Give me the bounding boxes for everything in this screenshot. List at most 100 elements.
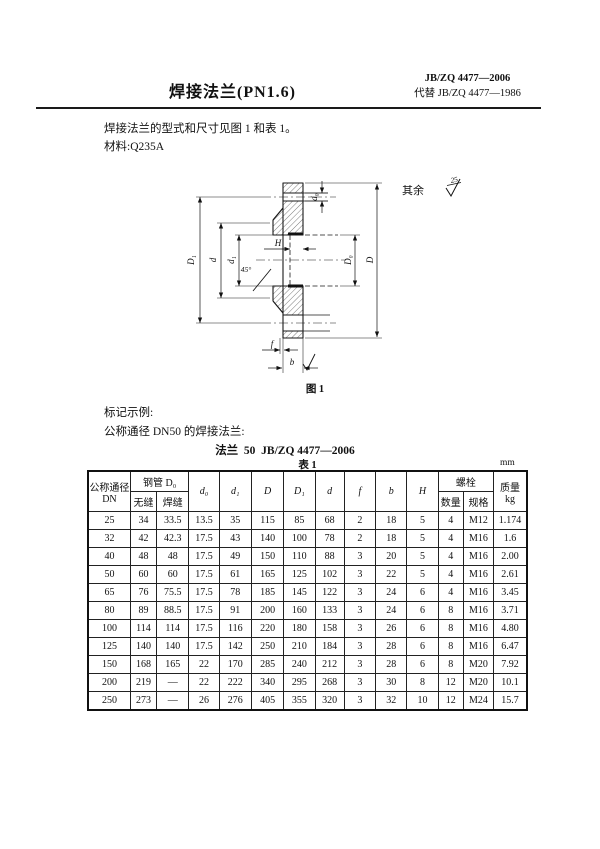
col-header-b: b [375, 470, 408, 512]
table-cell: 110 [283, 547, 316, 566]
table-cell: 7.92 [493, 655, 528, 674]
table-cell: 285 [250, 655, 285, 674]
dim-label-angle: 45° [241, 265, 252, 274]
standard-number-block: JB/ZQ 4477—2006 代替 JB/ZQ 4477—1986 [385, 71, 550, 101]
table-cell: 60 [129, 565, 158, 584]
dim-label-D: D [365, 256, 375, 264]
table-cell: 273 [129, 691, 158, 711]
table-cell: 115 [250, 511, 285, 530]
table-cell: 17.5 [188, 619, 220, 638]
col-header-D: D [250, 470, 285, 512]
table-cell: 32 [375, 691, 408, 711]
table-cell: 3 [343, 583, 377, 602]
roughness-value: 25 [450, 175, 459, 185]
table-cell: 6 [406, 601, 439, 620]
marking-example-heading: 标记示例: [104, 407, 154, 419]
table-cell: 240 [283, 655, 316, 674]
table-header: 公称通径 DN 钢管 D₀ d₀ d₁ D D₁ d f b H 螺栓 质量 k… [87, 470, 528, 512]
table-cell: 3 [343, 655, 377, 674]
table-cell: 68 [314, 511, 345, 530]
table-cell: 17.5 [188, 529, 220, 548]
header-rule [36, 107, 541, 109]
table-cell: 17.5 [188, 547, 220, 566]
dim-label-d1: d₁ [226, 256, 236, 264]
col-header-seamless: 无缝 [129, 491, 158, 512]
table-cell: 35 [218, 511, 252, 530]
col-header-D1: D₁ [283, 470, 316, 512]
dimensions-table: 公称通径 DN 钢管 D₀ d₀ d₁ D D₁ d f b H 螺栓 质量 k… [87, 470, 528, 711]
table-cell: 78 [314, 529, 345, 548]
material-line: 材料:Q235A [104, 141, 165, 153]
table-cell: 8 [437, 637, 464, 656]
roughness-icon [302, 353, 316, 371]
table-cell: 405 [250, 691, 285, 711]
roughness-note-text: 其余 [402, 183, 424, 197]
table-cell: 160 [283, 601, 316, 620]
table-cell: 30 [375, 673, 408, 692]
table-cell: 4.80 [493, 619, 528, 638]
table-cell: 184 [314, 637, 345, 656]
table-cell: 114 [156, 619, 190, 638]
table-cell: 42.3 [156, 529, 190, 548]
table-cell: 1.174 [493, 511, 528, 530]
table-cell: 165 [156, 655, 190, 674]
table-cell: 145 [283, 583, 316, 602]
table-cell: 355 [283, 691, 316, 711]
table-cell: M16 [462, 547, 495, 566]
table-cell: 150 [250, 547, 285, 566]
table-cell: 100 [283, 529, 316, 548]
table-cell: 13.5 [188, 511, 220, 530]
table-cell: 6 [406, 655, 439, 674]
table-cell: 80 [87, 601, 131, 620]
table-cell: 2.00 [493, 547, 528, 566]
table-cell: 142 [218, 637, 252, 656]
table-cell: 6.47 [493, 637, 528, 656]
col-header-d1: d₁ [218, 470, 252, 512]
table-cell: 17.5 [188, 565, 220, 584]
designation-line: 法兰 50 JB/ZQ 4477—2006 [215, 445, 355, 457]
dim-label-D0: D₀ [343, 255, 353, 266]
table-cell: 3 [343, 601, 377, 620]
col-header-welded: 焊缝 [156, 491, 190, 512]
table-cell: — [156, 673, 190, 692]
table-cell: 140 [156, 637, 190, 656]
table-cell: 3 [343, 619, 377, 638]
table-cell: 133 [314, 601, 345, 620]
table-cell: M16 [462, 565, 495, 584]
col-header-mass-bottom: kg [505, 493, 516, 505]
extension-lines [196, 182, 382, 373]
table-cell: 122 [314, 583, 345, 602]
col-header-d0: d₀ [188, 470, 220, 512]
table-cell: 6 [406, 637, 439, 656]
table-cell: 50 [87, 565, 131, 584]
table-cell: 114 [129, 619, 158, 638]
table-cell: 8 [437, 655, 464, 674]
table-cell: 170 [218, 655, 252, 674]
dim-label-d0: d₀ [309, 193, 319, 201]
table-cell: 49 [218, 547, 252, 566]
table-cell: 4 [437, 511, 464, 530]
table-cell: 8 [406, 673, 439, 692]
table-cell: 12 [437, 691, 464, 711]
table-cell: 89 [129, 601, 158, 620]
table-cell: 5 [406, 565, 439, 584]
dim-label-H: H [274, 238, 282, 248]
col-header-bolt-qty: 数量 [437, 491, 464, 512]
table-cell: 18 [375, 529, 408, 548]
standard-number: JB/ZQ 4477—2006 [424, 73, 511, 84]
table-cell: 210 [283, 637, 316, 656]
col-header-f: f [343, 470, 377, 512]
table-cell: 180 [283, 619, 316, 638]
general-roughness-note: 其余 25 [402, 175, 462, 198]
table-cell: M16 [462, 601, 495, 620]
table-cell: 22 [188, 655, 220, 674]
